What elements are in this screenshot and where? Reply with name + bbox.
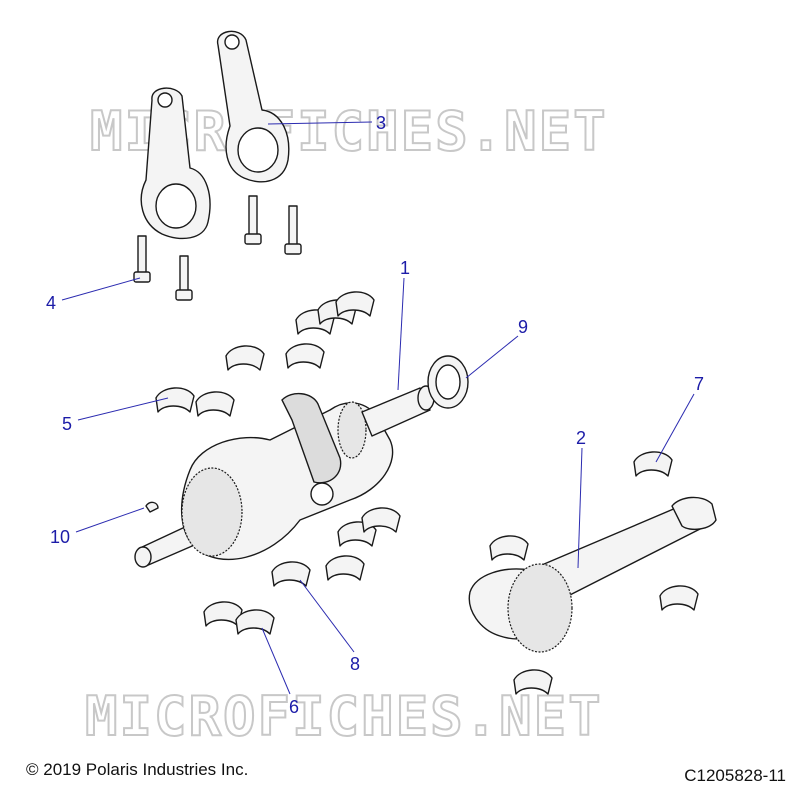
bearing-shell <box>335 291 375 317</box>
copyright-text: © 2019 Polaris Industries Inc. <box>26 760 249 779</box>
bearing-shell <box>633 451 673 477</box>
callout-6: 6 <box>289 697 299 717</box>
leader-10 <box>75 507 145 533</box>
rod-bolt-1 <box>244 195 262 245</box>
bearing-shell <box>659 585 699 611</box>
connecting-rod-right <box>217 30 290 183</box>
leader-3 <box>267 121 373 125</box>
crankshaft <box>134 385 435 568</box>
balance-shaft <box>468 496 717 653</box>
rod-bolt-2 <box>284 205 302 255</box>
figure-id: C1205828-11 <box>684 766 786 785</box>
oil-seal <box>427 355 469 409</box>
leader-4 <box>61 277 141 301</box>
connecting-rod-left <box>140 87 211 240</box>
leader-1 <box>397 277 405 391</box>
bearing-shell <box>489 535 529 561</box>
callout-10: 10 <box>50 527 70 547</box>
bearing-shell <box>155 387 195 413</box>
leader-6 <box>261 627 291 695</box>
leader-2 <box>577 447 583 569</box>
callout-4: 4 <box>46 293 56 313</box>
callout-9: 9 <box>518 317 528 337</box>
rod-bolt-4 <box>175 255 193 301</box>
callout-7: 7 <box>694 374 704 394</box>
callout-1: 1 <box>400 258 410 278</box>
bearing-shell <box>271 561 311 587</box>
bearing-shell <box>235 609 275 635</box>
bearing-shell <box>285 343 325 369</box>
rod-bolt-3 <box>133 235 151 283</box>
bearing-shell <box>513 669 553 695</box>
callout-2: 2 <box>576 428 586 448</box>
leader-8 <box>299 579 355 653</box>
leader-5 <box>77 397 169 421</box>
callout-3: 3 <box>376 113 386 133</box>
bearing-shell <box>325 555 365 581</box>
woodruff-key <box>145 501 159 513</box>
bearing-shell <box>195 391 235 417</box>
callout-5: 5 <box>62 414 72 434</box>
watermark-bottom: MICROFICHES.NET <box>85 685 603 748</box>
bearing-shell <box>225 345 265 371</box>
callout-8: 8 <box>350 654 360 674</box>
leader-9 <box>465 335 519 379</box>
bearing-shell <box>361 507 401 533</box>
leader-7 <box>655 393 695 463</box>
